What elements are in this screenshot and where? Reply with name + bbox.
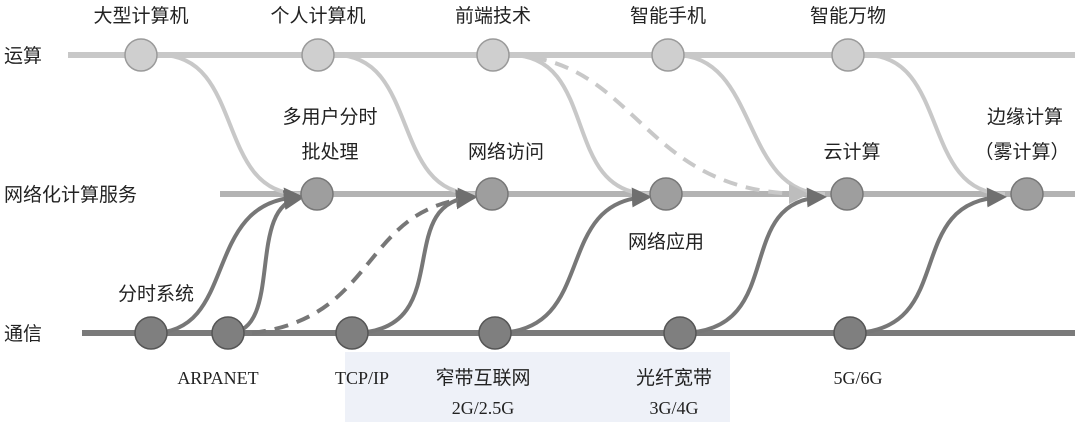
node-webapps: [649, 177, 683, 211]
label-mainframe: 大型计算机: [93, 5, 188, 27]
curve-arpanet-to-multiuser: [227, 190, 304, 335]
node-mainframe: [124, 38, 158, 72]
label-frontend: 前端技术: [455, 5, 531, 27]
node-narrowband: [478, 316, 512, 350]
label-5g: 5G/6G: [834, 368, 883, 388]
row-label-network: 网络化计算服务: [4, 184, 137, 206]
label-webaccess: 网络访问: [468, 141, 544, 163]
node-multiuser: [300, 177, 334, 211]
label-arpanet: ARPANET: [177, 368, 258, 388]
label-multiuser-line1: 多用户分时: [282, 106, 377, 128]
node-tcpip: [335, 316, 369, 350]
curve-pc-to-webaccess: [334, 53, 476, 196]
compute-nodes: [124, 38, 865, 72]
network-nodes: [300, 177, 1044, 211]
label-smart-everything: 智能万物: [810, 5, 886, 27]
curve-mainframe-to-multiuser: [159, 53, 301, 196]
label-narrowband-line1: 窄带互联网: [435, 367, 530, 389]
node-fiber: [663, 316, 697, 350]
node-timeshare: [134, 316, 168, 350]
node-smartphone: [651, 38, 685, 72]
curve-everything-to-edge: [864, 53, 1006, 196]
node-frontend: [476, 38, 510, 72]
curve-frontend-to-webapps: [509, 53, 651, 196]
node-cloud: [830, 177, 864, 211]
curve-arpanet-to-webaccess-dashed: [251, 189, 476, 335]
label-edge-line2: （雾计算）: [974, 141, 1069, 163]
comm-nodes: [134, 316, 867, 350]
up-curves: [151, 187, 1007, 335]
label-edge-line1: 边缘计算: [987, 106, 1063, 128]
row-label-comm: 通信: [4, 323, 42, 345]
curve-frontend-to-cloud-dashed: [509, 53, 809, 204]
label-narrowband-line2: 2G/2.5G: [452, 398, 515, 418]
curve-tcpip-to-webaccess: [351, 187, 478, 335]
label-webapps: 网络应用: [628, 231, 704, 253]
label-fiber-line1: 光纤宽带: [636, 367, 712, 389]
label-smartphone: 智能手机: [630, 5, 706, 27]
curve-narrowband-to-webapps: [494, 187, 652, 335]
label-fiber-line2: 3G/4G: [650, 398, 699, 418]
node-arpanet: [211, 316, 245, 350]
label-pc: 个人计算机: [270, 5, 365, 27]
label-cloud: 云计算: [823, 141, 880, 163]
node-smart-everything: [831, 38, 865, 72]
curve-fiber-to-cloud: [679, 187, 827, 335]
label-multiuser-line2: 批处理: [301, 141, 358, 163]
node-5g: [833, 316, 867, 350]
curve-smartphone-to-cloud: [674, 53, 826, 196]
node-edge: [1010, 177, 1044, 211]
curve-timeshare-to-multiuser: [151, 187, 304, 335]
label-timeshare: 分时系统: [118, 283, 194, 305]
curve-5g-to-edge: [849, 187, 1007, 335]
node-pc: [301, 38, 335, 72]
down-curves: [159, 53, 1006, 204]
row-label-compute: 运算: [4, 45, 42, 67]
node-webaccess: [475, 177, 509, 211]
label-tcpip: TCP/IP: [335, 368, 389, 388]
label-band: [345, 352, 730, 422]
